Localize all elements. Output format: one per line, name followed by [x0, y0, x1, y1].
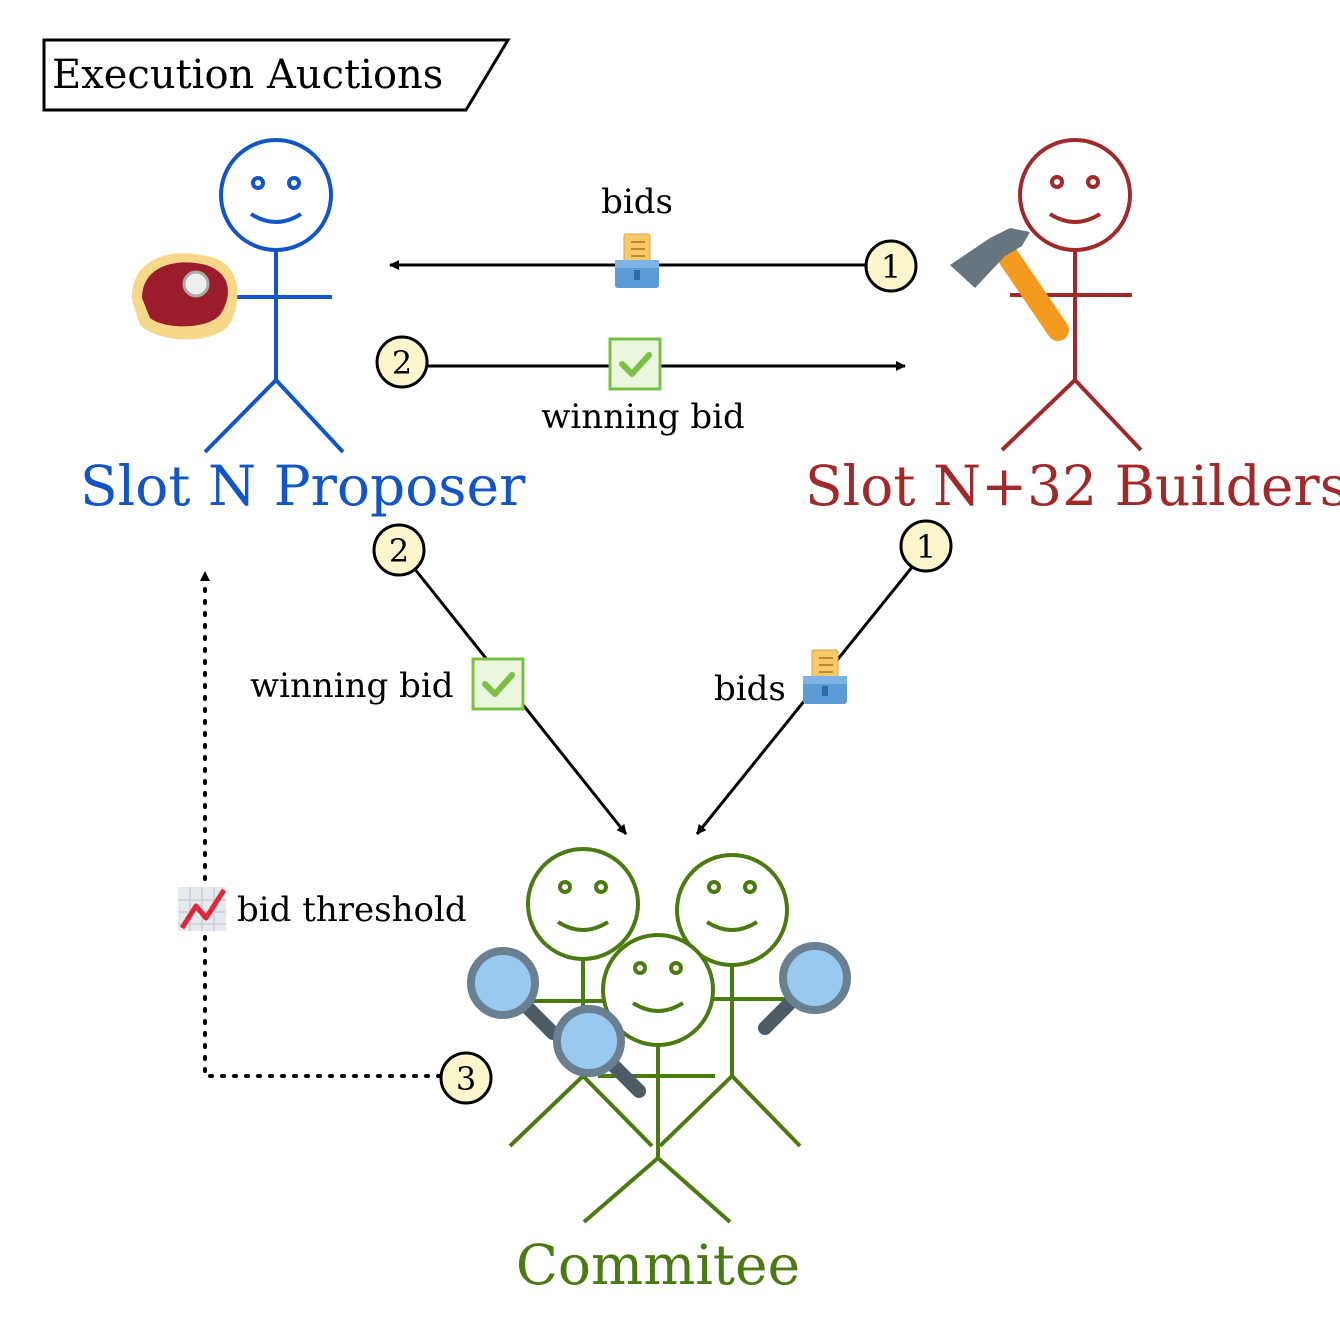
builders-label: Slot N+32 Builders: [805, 454, 1340, 518]
step-badge: 3: [439, 1051, 493, 1105]
check-box-icon: [610, 339, 660, 389]
committee-figure-center: [582, 933, 732, 1224]
ballot-box-icon: [614, 233, 660, 289]
edge-label-bids-top: bids: [601, 182, 673, 222]
edge-label-bids-diagonal: bids: [714, 669, 786, 709]
builders-figure: [1000, 138, 1143, 452]
svg-text:1: 1: [916, 528, 936, 566]
edge-winning-diagonal: winning bid 2: [250, 523, 628, 835]
step-badge: 2: [375, 335, 429, 389]
svg-text:1: 1: [881, 248, 901, 286]
meat-icon: [131, 253, 238, 340]
step-badge: 1: [864, 239, 918, 293]
title-banner: Execution Auctions: [42, 38, 511, 112]
magnifier-icon: [471, 951, 553, 1033]
edge-label-winning-top: winning bid: [541, 397, 745, 437]
edge-bids-diagonal: bids 1: [695, 519, 953, 835]
edge-winning-top: winning bid 2: [375, 335, 906, 437]
diagram-title: Execution Auctions: [52, 52, 443, 98]
magnifier-icon: [765, 946, 847, 1028]
check-box-icon: [473, 659, 523, 709]
svg-text:2: 2: [392, 344, 412, 382]
edge-label-winning-diagonal: winning bid: [250, 666, 454, 706]
hammer-icon: [950, 228, 1069, 341]
edge-label-bid-threshold: bid threshold: [237, 890, 467, 930]
chart-increasing-icon: [178, 887, 227, 931]
edge-bids-top: bids 1: [389, 182, 918, 293]
svg-text:2: 2: [389, 532, 409, 570]
edge-bid-threshold: bid threshold 3: [178, 570, 493, 1105]
step-badge: 1: [899, 519, 953, 573]
svg-text:3: 3: [456, 1060, 476, 1098]
proposer-label: Slot N Proposer: [80, 454, 526, 518]
step-badge: 2: [372, 523, 426, 577]
committee-label: Commitee: [516, 1233, 800, 1297]
